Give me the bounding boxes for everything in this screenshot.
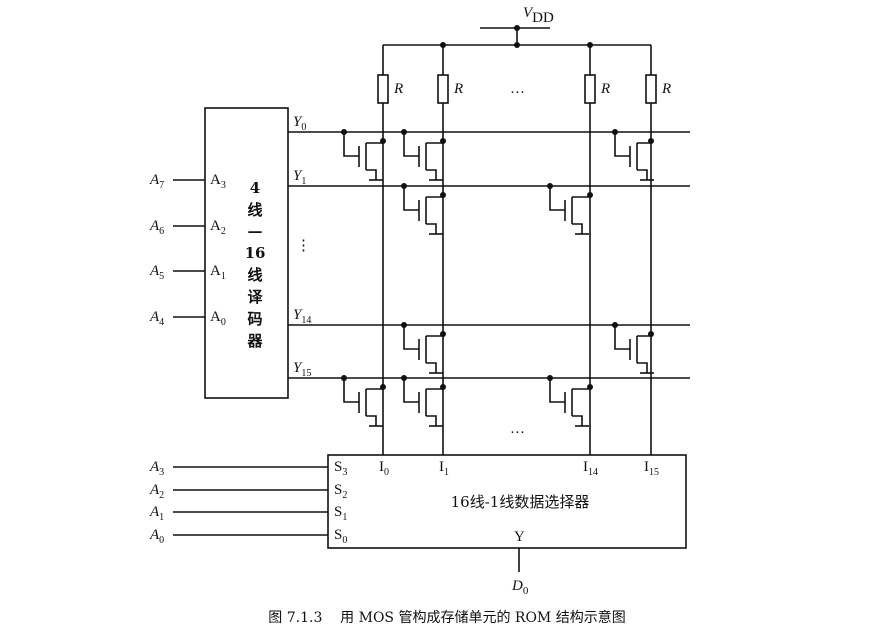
mos-transistor [401, 129, 446, 181]
mux-select-input-label: A0 [149, 527, 164, 546]
mux-output-label: D0 [511, 578, 529, 597]
decoder-input-label: A7 [149, 172, 164, 191]
figure-caption: 图 7.1.3 用 MOS 管构成存储单元的 ROM 结构示意图 [268, 609, 625, 626]
mux-select-input-label: A2 [149, 482, 164, 501]
mux-output-pin: Y [514, 529, 525, 545]
decoder-title-char: 4 [250, 179, 260, 197]
mux-data-input-label: I14 [583, 459, 598, 478]
word-line-ellipsis: ⋮ [296, 238, 311, 254]
resistor-i1: R [437, 45, 463, 455]
decoder-title-char: — [248, 222, 263, 240]
mos-transistor [341, 129, 386, 181]
resistor-i14: R [584, 45, 610, 455]
decoder-box [204, 107, 289, 399]
resistor-ellipsis: … [510, 81, 525, 97]
mux-box [327, 454, 687, 549]
decoder-output-label: Y15 [293, 360, 311, 379]
mos-transistor [401, 183, 446, 235]
svg-text:R: R [393, 81, 403, 97]
mos-transistor [547, 375, 593, 427]
decoder-pin-label: A3 [210, 172, 226, 191]
mos-transistor [612, 129, 654, 181]
svg-text:R: R [600, 81, 610, 97]
decoder-input-label: A5 [149, 263, 164, 282]
mos-transistor [401, 322, 446, 374]
decoder-title-char: 线 [247, 201, 262, 219]
decoder-output-label: Y0 [293, 114, 306, 133]
decoder-title-char: 器 [246, 332, 263, 350]
mux-select-pin-label: S1 [334, 504, 347, 523]
mos-transistor [612, 322, 654, 374]
mux-select-pin-label: S3 [334, 459, 347, 478]
mux-data-input-label: I15 [644, 459, 659, 478]
mux-data-input-labels: I0 I1 I14 I15 [379, 459, 659, 478]
mux-select-input-label: A3 [149, 459, 164, 478]
cell-ellipsis: … [510, 421, 525, 437]
mux-data-input-label: I1 [439, 459, 449, 478]
decoder-output-label: Y14 [293, 307, 311, 326]
vdd-label: VDD [523, 5, 554, 26]
mux-select-pin-label: S2 [334, 482, 347, 501]
svg-text:R: R [661, 81, 671, 97]
decoder-pin-label: A2 [210, 218, 226, 237]
mux-data-input-label: I0 [379, 459, 389, 478]
mux-select-input-label: A1 [149, 504, 164, 523]
decoder-title-char: 16 [245, 244, 266, 262]
resistor-i15: R [645, 45, 671, 455]
decoder-input-label: A4 [149, 309, 164, 328]
svg-text:R: R [453, 81, 463, 97]
mux-title: 16线-1线数据选择器 [451, 493, 590, 511]
vdd-supply: VDD [480, 5, 554, 48]
decoder-pin-label: A1 [210, 263, 226, 282]
decoder-title-char: 线 [247, 266, 262, 284]
mos-transistor [341, 375, 386, 427]
decoder-title-char: 译 [247, 288, 263, 306]
resistor-i0: R [377, 45, 403, 455]
decoder-output-label: Y1 [293, 168, 306, 187]
mos-storage-cells [341, 129, 654, 427]
mos-transistor [401, 375, 446, 427]
decoder-title-char: 码 [247, 310, 262, 328]
mux-select-pin-label: S0 [334, 527, 347, 546]
mos-transistor [547, 183, 593, 235]
decoder-input-label: A6 [149, 218, 164, 237]
decoder-pin-label: A0 [210, 309, 226, 328]
multiplexer-16-to-1: 16线-1线数据选择器 I0 I1 I14 I15 Y D0 [327, 454, 687, 597]
